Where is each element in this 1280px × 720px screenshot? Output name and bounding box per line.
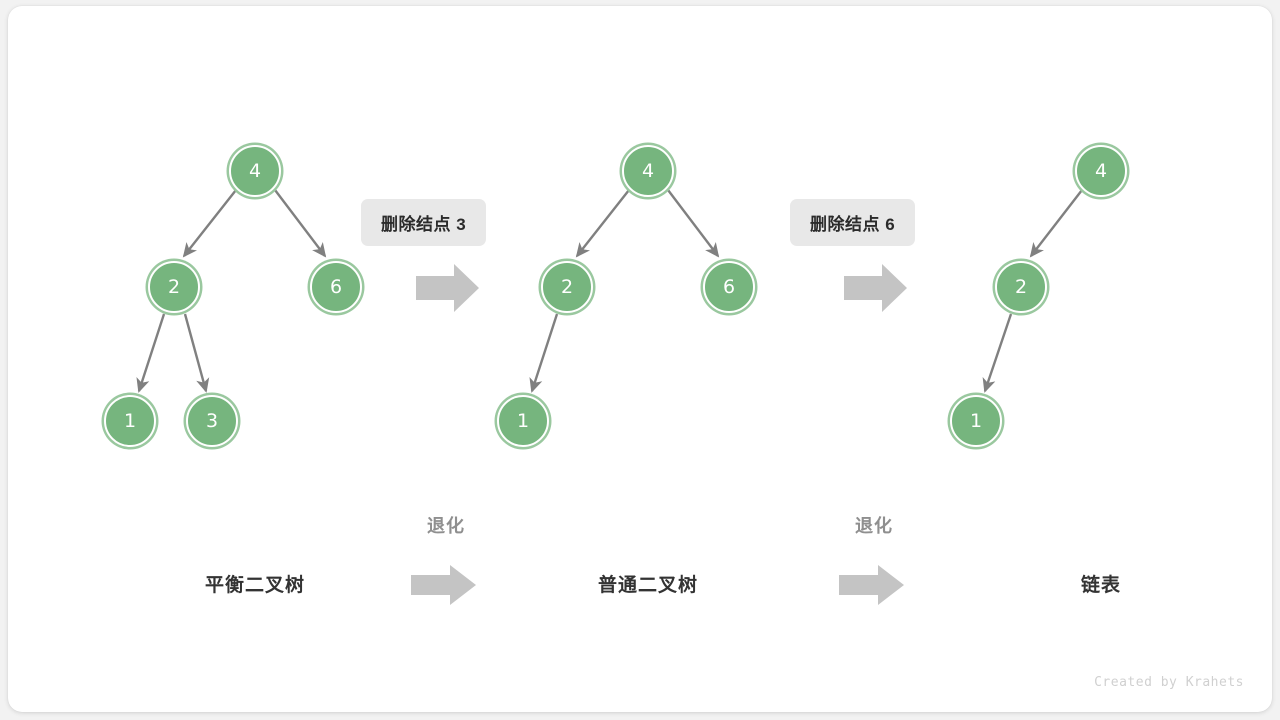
transition-arrow-icon — [416, 264, 479, 312]
tree-node: 4 — [1075, 145, 1127, 197]
transition-label-delete-node-6: 删除结点 6 — [790, 199, 916, 246]
figure-card: 4 2 6 1 3 4 2 6 1 4 2 1 删除结点 3 删除结点 6 退化… — [8, 6, 1272, 712]
edge-2-1 — [529, 313, 559, 393]
tree-node: 1 — [104, 395, 156, 447]
edge-2-1 — [136, 313, 166, 393]
transition-label-delete-node-3: 删除结点 3 — [361, 199, 487, 246]
tree-node: 2 — [148, 261, 200, 313]
tree-node: 4 — [229, 145, 281, 197]
degeneration-label: 退化 — [855, 516, 893, 536]
edge-2-3 — [183, 313, 210, 393]
tree-node: 6 — [703, 261, 755, 313]
tree-node: 4 — [622, 145, 674, 197]
credit-text: Created by Krahets — [1094, 675, 1244, 690]
tree-node: 1 — [497, 395, 549, 447]
edge-4-2 — [1029, 189, 1083, 258]
degeneration-label: 退化 — [427, 516, 465, 536]
transition-arrow-icon — [844, 264, 907, 312]
tree-node: 6 — [310, 261, 362, 313]
edge-4-2 — [575, 189, 630, 258]
tree-node: 3 — [186, 395, 238, 447]
tree-node: 2 — [541, 261, 593, 313]
degeneration-arrow-icon — [411, 565, 476, 605]
tree-caption-linked-list: 链表 — [1080, 575, 1122, 596]
edge-4-6 — [667, 189, 720, 258]
diagram-stage: 4 2 6 1 3 4 2 6 1 4 2 1 删除结点 3 删除结点 6 退化… — [8, 6, 1272, 712]
edge-4-2 — [182, 189, 237, 258]
edge-4-6 — [274, 189, 327, 258]
tree-edges-layer — [136, 189, 1083, 393]
degeneration-arrow-icon — [839, 565, 904, 605]
edge-2-1 — [982, 313, 1013, 393]
tree-caption-ordinary: 普通二叉树 — [597, 575, 699, 596]
tree-node: 2 — [995, 261, 1047, 313]
tree-node: 1 — [950, 395, 1002, 447]
tree-caption-balanced: 平衡二叉树 — [204, 575, 306, 596]
